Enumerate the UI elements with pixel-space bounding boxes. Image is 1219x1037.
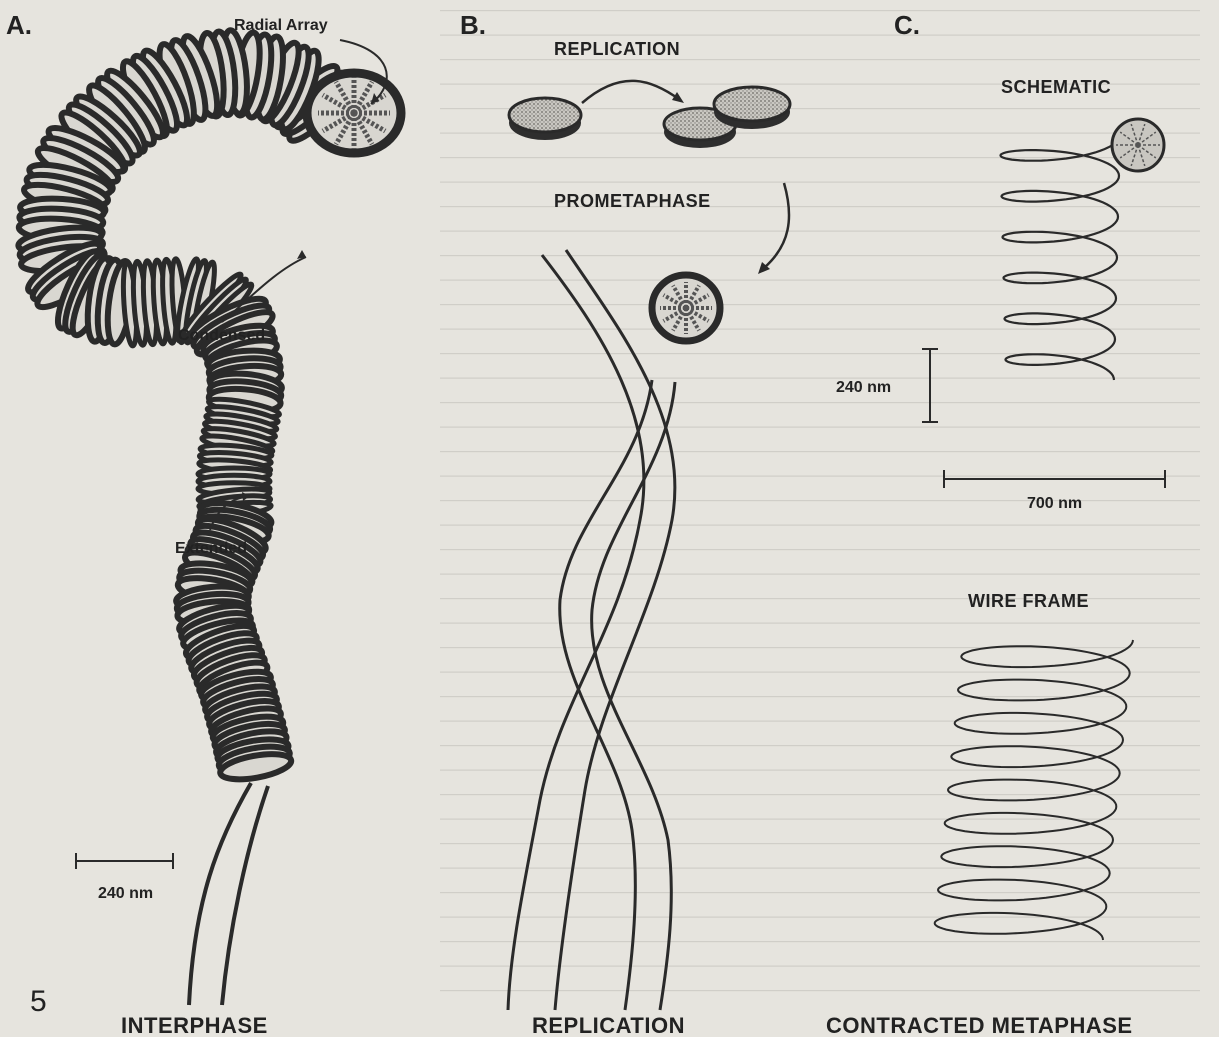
bg-text-line <box>440 990 1200 991</box>
bg-text-line <box>440 623 1200 624</box>
panel-c: C. SCHEMATIC 240 nm 700 nm WIRE FRAME CO… <box>826 10 1165 1037</box>
panel-b-caption: REPLICATION <box>532 1013 685 1037</box>
chromatid-strand-1 <box>508 255 644 1010</box>
panel-b: B. REPLICATION PROMETAPHASE <box>460 10 790 1037</box>
arrowhead-icon <box>672 92 684 103</box>
panel-b-letter: B. <box>460 10 486 40</box>
bg-text-line <box>440 794 1200 795</box>
panel-a: A. Radial Array Condensed Extended 240 n… <box>6 10 401 1037</box>
interphase-coiled-fiber <box>17 29 358 784</box>
label-replication: REPLICATION <box>554 39 680 59</box>
bg-text-line <box>440 10 1200 11</box>
panel-c-letter: C. <box>894 10 920 40</box>
wire-frame-helix <box>935 640 1133 940</box>
bg-text-line <box>440 255 1200 256</box>
panel-a-letter: A. <box>6 10 32 40</box>
scale-bar-a-label: 240 nm <box>98 885 153 902</box>
schematic-end-disc <box>1112 119 1164 171</box>
label-radial-array: Radial Array <box>234 17 328 34</box>
bg-text-line <box>440 35 1200 36</box>
bg-text-line <box>440 696 1200 697</box>
extended-fiber-right <box>222 786 268 1005</box>
bg-text-line <box>440 917 1200 918</box>
bg-text-line <box>440 231 1200 232</box>
bg-text-line <box>440 353 1200 354</box>
chromatid-strand-3 <box>560 380 652 1010</box>
replication-disc-upper <box>714 87 790 129</box>
label-schematic: SCHEMATIC <box>1001 77 1111 97</box>
figure-number: 5 <box>30 985 47 1018</box>
bg-text-line <box>440 304 1200 305</box>
bg-text-line <box>440 476 1200 477</box>
background-text-texture <box>440 10 1200 991</box>
extended-fiber-left <box>189 783 251 1005</box>
bg-text-line <box>440 500 1200 501</box>
label-prometaphase: PROMETAPHASE <box>554 191 711 211</box>
bg-text-line <box>440 157 1200 158</box>
label-condensed: Condensed <box>178 327 265 344</box>
bg-text-line <box>440 182 1200 183</box>
panel-c-caption: CONTRACTED METAPHASE <box>826 1013 1133 1037</box>
bg-text-line <box>440 966 1200 967</box>
bg-text-line <box>440 549 1200 550</box>
panel-a-caption: INTERPHASE <box>121 1013 268 1037</box>
bg-text-line <box>440 941 1200 942</box>
label-wire-frame: WIRE FRAME <box>968 591 1089 611</box>
scale-bar-vertical: 240 nm <box>836 349 938 422</box>
bg-text-line <box>440 378 1200 379</box>
prometaphase-disc <box>652 275 720 341</box>
wire-frame-curve <box>935 640 1133 940</box>
scale-bar-horizontal-label: 700 nm <box>1027 495 1082 512</box>
bg-text-line <box>440 525 1200 526</box>
bg-text-line <box>440 819 1200 820</box>
bg-text-line <box>440 843 1200 844</box>
radial-array-disc <box>307 73 401 153</box>
bg-text-line <box>440 672 1200 673</box>
bg-text-line <box>440 647 1200 648</box>
bg-text-line <box>440 402 1200 403</box>
bg-text-line <box>440 451 1200 452</box>
schematic-helix <box>1001 135 1121 380</box>
bg-text-line <box>440 574 1200 575</box>
replication-disc-single <box>509 98 581 140</box>
scale-bar-a: 240 nm <box>76 853 173 902</box>
label-extended: Extended <box>175 540 247 557</box>
bg-text-line <box>440 59 1200 60</box>
helix-curve <box>1001 135 1121 380</box>
scale-bar-vertical-label: 240 nm <box>836 379 891 396</box>
bg-text-line <box>440 770 1200 771</box>
bg-text-line <box>440 329 1200 330</box>
bg-text-line <box>440 427 1200 428</box>
bg-text-line <box>440 868 1200 869</box>
